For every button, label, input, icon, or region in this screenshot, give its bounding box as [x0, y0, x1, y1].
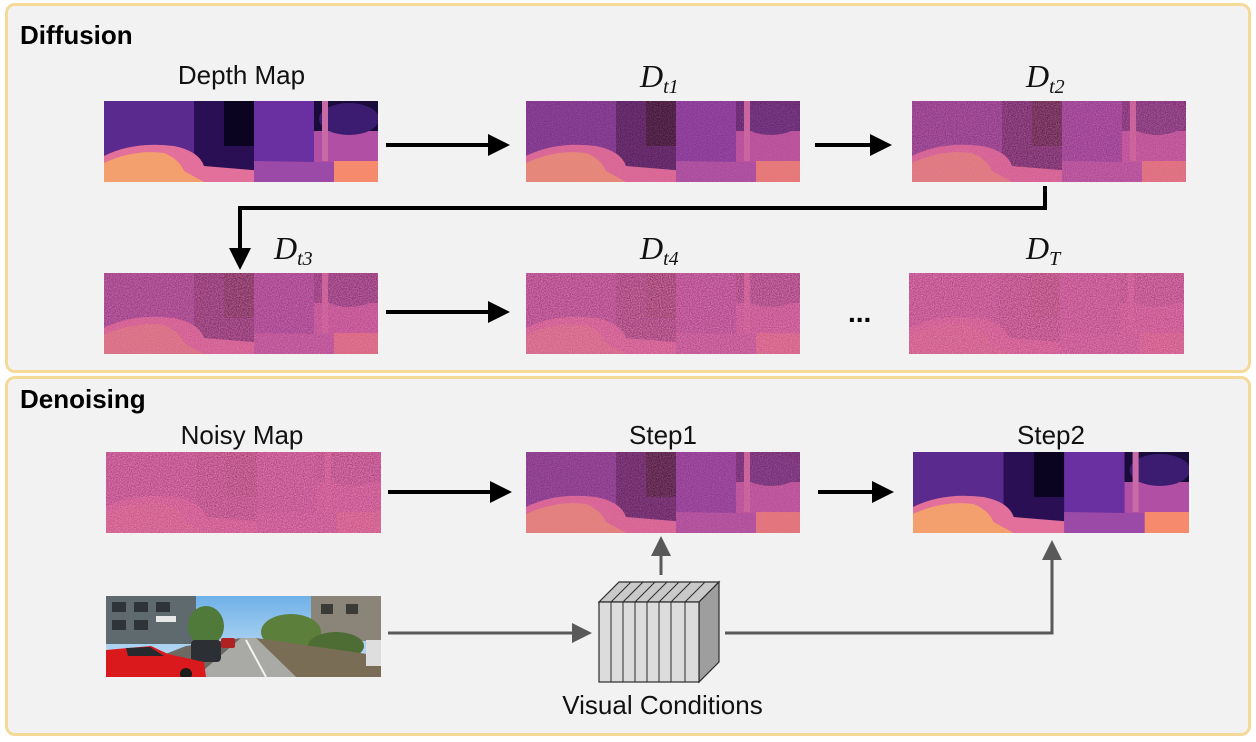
- arrowhead-noisy-step1: [490, 481, 512, 503]
- street-scene-image: [106, 596, 381, 677]
- arrowhead-conditions-step2: [1042, 540, 1062, 560]
- dt3-label: Dt3: [274, 230, 313, 270]
- black-arrows: [229, 134, 1047, 503]
- arrowhead-dt3-dt4: [488, 301, 510, 323]
- dt4-map-image: [526, 273, 800, 354]
- visual-conditions-block: [597, 580, 721, 684]
- step1-map-image: [526, 452, 800, 533]
- arrowhead-image-conditions: [572, 623, 592, 643]
- dt2-label: Dt2: [1026, 58, 1065, 98]
- denoising-title: Denoising: [20, 384, 146, 414]
- arrowhead-dt2-dt3: [229, 248, 251, 270]
- dt3-map-image: [104, 273, 378, 354]
- dt4-label: Dt4: [640, 230, 679, 270]
- visual-conditions-label: Visual Conditions: [562, 690, 763, 720]
- arrow-dt2-dt3: [238, 186, 1047, 250]
- dT-map-image: [909, 273, 1184, 354]
- ellipsis: ...: [848, 297, 871, 328]
- arrowhead-dt1-dt2: [870, 134, 892, 156]
- depth-map-label: Depth Map: [177, 60, 306, 90]
- step1-label: Step1: [629, 420, 697, 450]
- noisy-map-label: Noisy Map: [180, 420, 304, 450]
- step2-label: Step2: [1017, 420, 1085, 450]
- dT-label: DT: [1026, 230, 1061, 270]
- arrow-conditions-step2: [725, 558, 1054, 635]
- arrowhead-d0-dt1: [488, 134, 510, 156]
- noisy-map-image: [106, 452, 381, 533]
- dt1-label: Dt1: [640, 58, 679, 98]
- dt1-map-image: [526, 101, 800, 182]
- depth-map-image: [104, 101, 378, 182]
- dt2-map-image: [912, 101, 1186, 182]
- diffusion-title: Diffusion: [20, 20, 133, 50]
- gray-arrows: [388, 536, 1062, 643]
- step2-map-image: [913, 452, 1189, 533]
- arrowhead-step1-step2: [872, 481, 894, 503]
- arrowhead-conditions-step1: [651, 536, 671, 556]
